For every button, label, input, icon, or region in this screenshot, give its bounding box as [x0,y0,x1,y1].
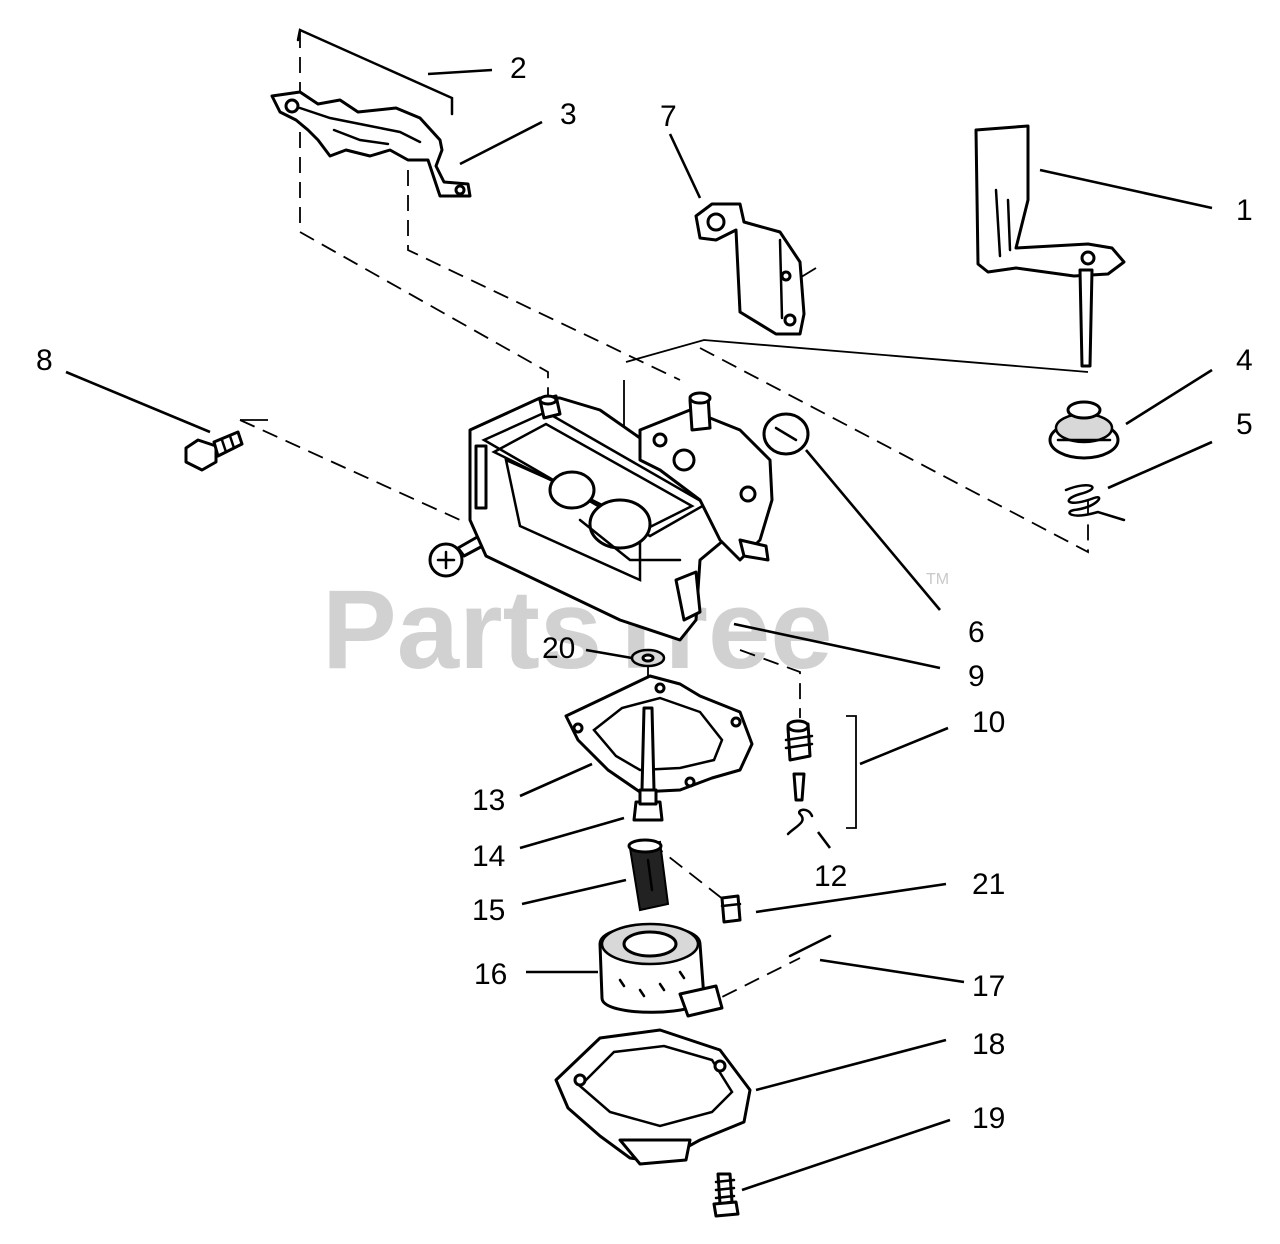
callout-12: 12 [814,860,847,893]
callout-13: 13 [472,784,505,817]
part-17-pin [788,934,832,958]
watermark-trademark: TM [926,571,949,588]
part-13-gasket [564,674,754,794]
part-15-screen [627,838,670,912]
part-3-choke-lever [270,90,472,198]
part-14-nozzle-nut [632,788,664,822]
callout-18: 18 [972,1028,1005,1061]
part-8-bolt [184,430,244,472]
callout-17: 17 [972,970,1005,1003]
part-1-throttle-shaft [974,124,1126,368]
callout-9: 9 [968,660,985,693]
part-5-spring [1064,484,1126,522]
callout-20: 20 [542,632,575,665]
callout-3: 3 [560,98,577,131]
callout-16: 16 [474,958,507,991]
callout-7: 7 [660,100,677,133]
callout-5: 5 [1236,408,1253,441]
part-6-throttle-disk [762,412,810,456]
part-19-screw [712,1172,740,1218]
part-4-seal [1048,400,1120,460]
part-10-needle-seat [784,715,857,829]
part-9-carburetor-body [468,391,774,642]
part-16-float [598,922,724,1018]
part-12-clip [786,808,814,836]
callout-6: 6 [968,616,985,649]
part-2-link-rod [296,28,454,116]
part-20-washer [630,648,666,668]
callout-8: 8 [36,344,53,377]
callout-10: 10 [972,706,1005,739]
part-7-bracket [694,202,806,336]
callout-1: 1 [1236,194,1253,227]
callout-15: 15 [472,894,505,927]
callout-labels: 2 3 7 1 4 5 8 6 9 20 10 13 14 12 21 15 1… [36,52,1253,1135]
callout-21: 21 [972,868,1005,901]
leader-lines [65,68,1213,1192]
callout-19: 19 [972,1102,1005,1135]
part-18-float-bowl [554,1028,752,1166]
callout-14: 14 [472,840,505,873]
callout-2: 2 [510,52,527,85]
part-21-plug [720,894,742,924]
callout-4: 4 [1236,344,1253,377]
